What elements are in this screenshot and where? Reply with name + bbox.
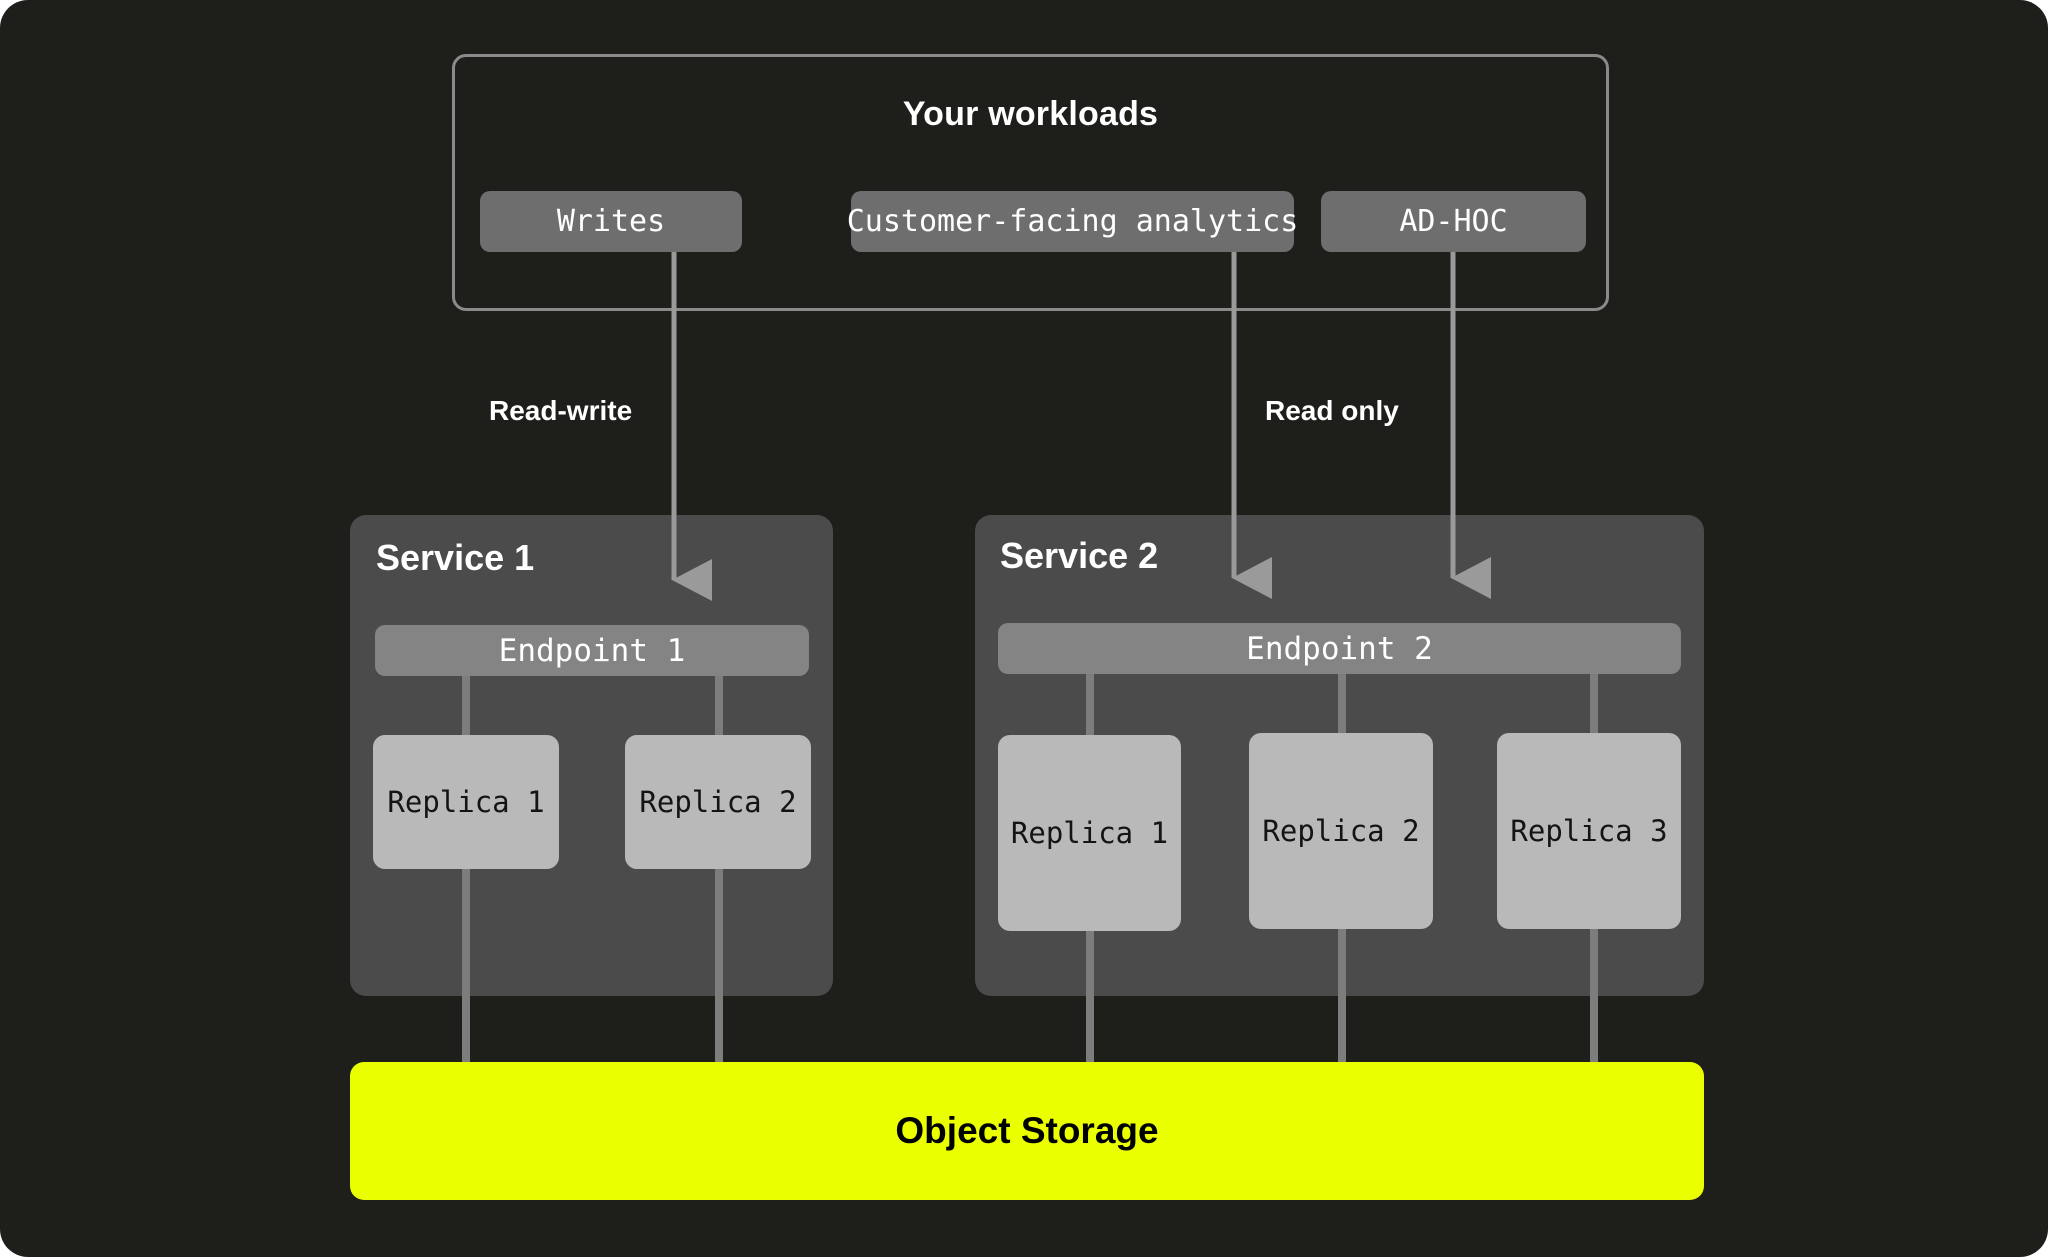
- service-1-replica-1-label: Replica 1: [387, 785, 545, 819]
- edge-label-read-only: Read only: [1265, 395, 1399, 426]
- workload-chip-ad-hoc[interactable]: AD-HOC: [1321, 191, 1586, 252]
- workloads-title: Your workloads: [902, 95, 1159, 133]
- endpoint-2[interactable]: Endpoint 2: [998, 623, 1681, 674]
- service-2-replica-3[interactable]: Replica 3: [1497, 733, 1681, 929]
- workload-chip-customer-facing-analytics[interactable]: Customer-facing analytics: [847, 191, 1298, 252]
- service-2-replica-1[interactable]: Replica 1: [998, 735, 1181, 931]
- workloads-group: [452, 54, 1609, 311]
- endpoint-1[interactable]: Endpoint 1: [375, 625, 809, 676]
- service-2-replica-2[interactable]: Replica 2: [1249, 733, 1433, 929]
- workload-chip-customer-facing-analytics-label: Customer-facing analytics: [846, 204, 1299, 239]
- endpoint-2-label: Endpoint 2: [1246, 630, 1433, 667]
- service-title-1: Service 1: [376, 537, 535, 578]
- service-2-replica-3-label: Replica 3: [1510, 814, 1668, 848]
- service-title-2: Service 2: [1000, 535, 1159, 576]
- edge-label-read-write: Read-write: [489, 395, 633, 426]
- workload-chip-ad-hoc-label: AD-HOC: [1399, 204, 1508, 239]
- service-1-replica-1[interactable]: Replica 1: [373, 735, 559, 869]
- service-1-replica-2[interactable]: Replica 2: [625, 735, 811, 869]
- workload-chip-writes-label: Writes: [556, 204, 666, 239]
- service-2-replica-1-label: Replica 1: [1010, 816, 1169, 850]
- object-storage[interactable]: Object Storage: [350, 1062, 1704, 1200]
- service-2-replica-2-label: Replica 2: [1262, 814, 1420, 848]
- object-storage-label: Object Storage: [895, 1110, 1159, 1151]
- endpoint-1-label: Endpoint 1: [498, 632, 686, 669]
- workload-chip-writes[interactable]: Writes: [480, 191, 742, 252]
- service-1-replica-2-label: Replica 2: [639, 785, 797, 819]
